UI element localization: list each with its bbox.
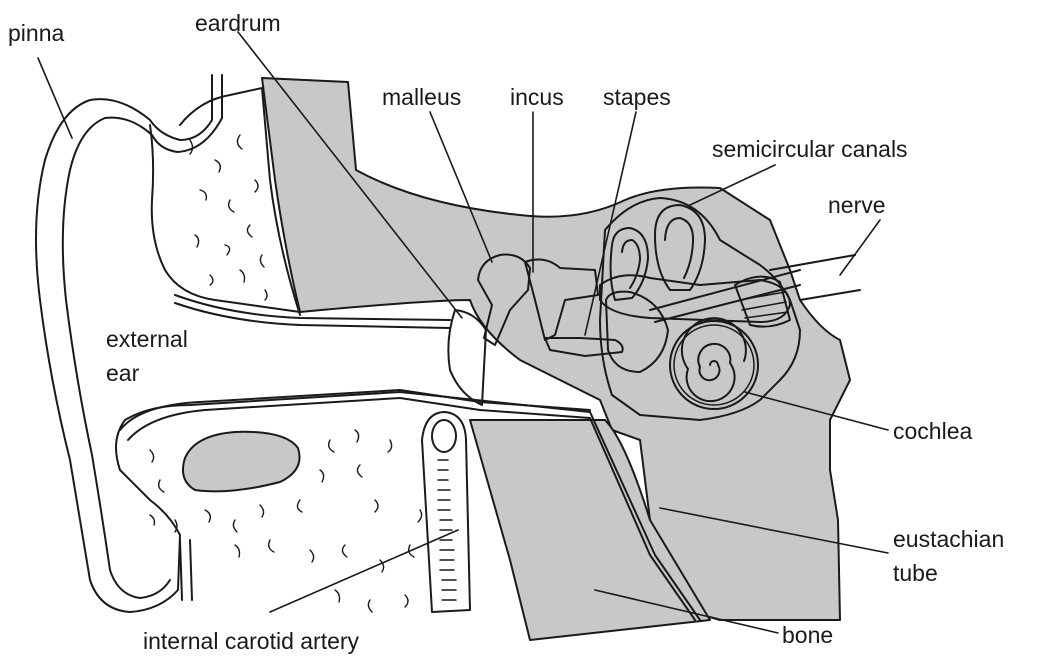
label-malleus: malleus	[382, 84, 461, 110]
label-bone: bone	[782, 622, 833, 648]
label-internal-carotid-artery: internal carotid artery	[143, 628, 359, 654]
nerve-leader	[840, 220, 880, 275]
pinna-leader	[38, 58, 72, 138]
label-cochlea: cochlea	[893, 418, 972, 444]
label-pinna: pinna	[8, 20, 64, 46]
label-eardrum: eardrum	[195, 10, 281, 36]
lobe-fold-2	[190, 540, 192, 600]
label-external-ear-line2: ear	[106, 360, 139, 386]
label-nerve: nerve	[828, 192, 886, 218]
label-eustachian-tube-line2: tube	[893, 560, 938, 586]
tissue-texture-upper	[190, 135, 267, 300]
eardrum-membrane	[448, 310, 486, 405]
carotid-artery	[422, 412, 470, 612]
label-eustachian-tube-line1: eustachian	[893, 526, 1004, 552]
lobe-fold	[180, 540, 182, 600]
label-stapes: stapes	[603, 84, 671, 110]
label-external-ear-line1: external	[106, 326, 188, 352]
tissue-blob	[183, 432, 300, 492]
label-incus: incus	[510, 84, 564, 110]
label-semicircular-canals: semicircular canals	[712, 136, 908, 162]
